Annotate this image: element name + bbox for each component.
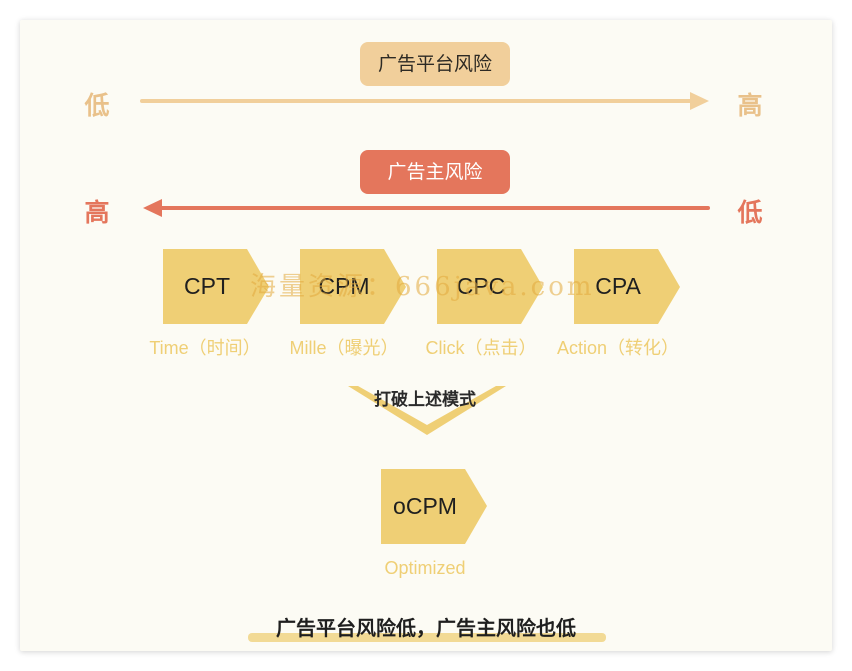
diagram-card	[20, 20, 832, 651]
advertiser-risk-low-label: 低	[737, 198, 763, 227]
model-code-cpa: CPA	[595, 273, 641, 299]
break-mode-label: 打破上述模式	[374, 390, 476, 410]
model-caption-cpa: Action（转化）	[556, 338, 680, 358]
model-caption-cpc: Click（点击）	[425, 338, 537, 358]
model-code-cpc: CPC	[456, 273, 506, 299]
conclusion-text: 广告平台风险低，广告主风险也低	[276, 616, 576, 640]
platform-risk-high-label: 高	[737, 91, 763, 120]
chevron-cpa	[574, 249, 680, 324]
model-code-cpt: CPT	[184, 273, 230, 299]
down-chevron-icon	[348, 386, 506, 435]
platform-risk-arrow-head	[690, 92, 709, 110]
model-code-ocpm: oCPM	[393, 493, 457, 519]
chevron-ocpm	[381, 469, 487, 544]
advertiser-risk-high-label: 高	[84, 198, 110, 227]
chevron-cpm	[300, 249, 406, 324]
chevron-cpc	[437, 249, 543, 324]
watermark: 海量资源：666java.com	[250, 272, 595, 302]
advertiser-risk-arrow-head	[143, 199, 162, 217]
model-caption-cpm: Mille（曝光）	[289, 338, 399, 358]
conclusion-highlight	[248, 633, 606, 642]
advertiser-risk-label: 广告主风险	[360, 150, 510, 194]
platform-risk-label: 广告平台风险	[360, 42, 510, 86]
model-code-cpm: CPM	[318, 273, 370, 299]
model-caption-cpt: Time（时间）	[149, 338, 261, 358]
platform-risk-low-label: 低	[84, 91, 110, 120]
model-caption-ocpm: Optimized	[384, 558, 466, 578]
chevron-cpt	[163, 249, 269, 324]
